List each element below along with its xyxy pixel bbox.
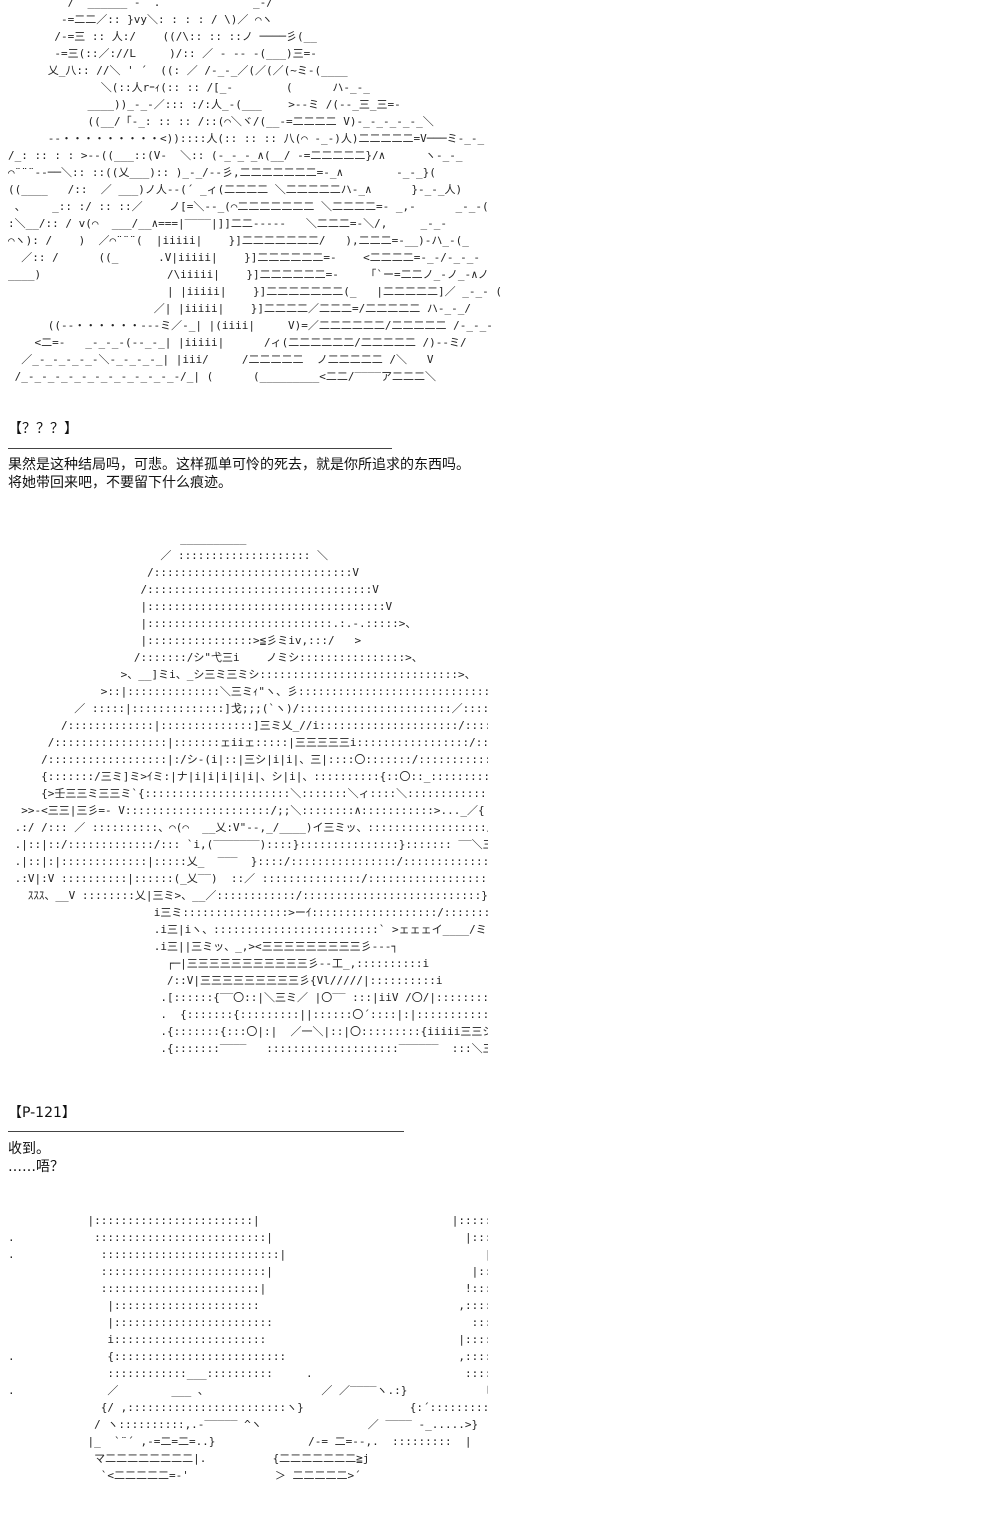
dialogue-block-unknown: 果然是这种结局吗，可悲。这样孤单可怜的死去，就是你所追求的东西吗。 将她带回来吧… — [8, 456, 470, 492]
dialogue-block-p121: 收到。 ……唔？ — [8, 1140, 64, 1176]
ascii-art-walking-legs: |::::::::::::::::::::::::| |::::::::::::… — [8, 1214, 488, 1482]
speaker-name-unknown: 【？？？】 — [8, 421, 78, 437]
ascii-art-opening-scene: / ______ - . _-/ -=二二／:: }vy＼: : : : / \… — [8, 0, 502, 383]
dialogue-line: 果然是这种结局吗，可悲。这样孤单可怜的死去，就是你所追求的东西吗。 — [8, 457, 470, 473]
dialogue-line: ……唔？ — [8, 1159, 64, 1175]
dialogue-divider — [8, 1131, 404, 1132]
dialogue-line: 收到。 — [8, 1141, 50, 1157]
speaker-name-p121: 【P-121】 — [8, 1105, 76, 1121]
ascii-art-armored-figure: __________ ／ :::::::::::::::::::: ＼ /:::… — [14, 532, 488, 1055]
dialogue-divider — [8, 448, 392, 449]
dialogue-line: 将她带回来吧，不要留下什么痕迹。 — [8, 475, 232, 491]
